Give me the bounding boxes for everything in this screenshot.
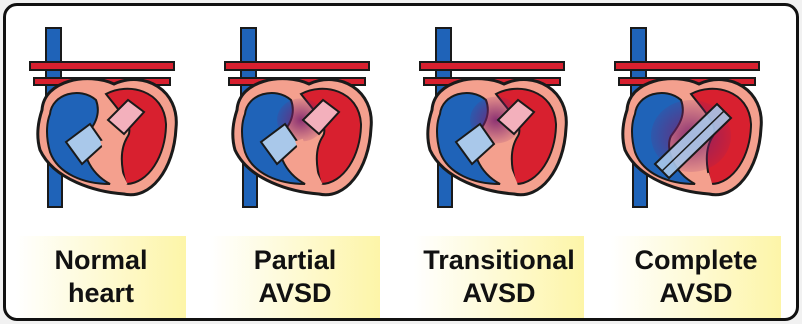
- figure-frame: Normal heart Partial AVSD Transitional A…: [3, 3, 799, 321]
- heart-svg-normal: [24, 24, 184, 209]
- heart-diagrams-row: [6, 6, 796, 232]
- heart-diagram-transitional: [414, 24, 574, 209]
- heart-svg-transitional: [414, 24, 574, 209]
- heart-diagram-partial: [219, 24, 379, 209]
- label-partial-line2: AVSD: [258, 277, 331, 310]
- label-normal-line2: heart: [68, 277, 134, 310]
- ventricular-septum: [705, 174, 709, 188]
- label-transitional-line2: AVSD: [462, 277, 535, 310]
- label-complete-line2: AVSD: [659, 277, 732, 310]
- label-complete-line1: Complete: [634, 244, 757, 277]
- label-normal: Normal heart: [16, 236, 186, 318]
- heart-svg-partial: [219, 24, 379, 209]
- label-transitional-line1: Transitional: [423, 244, 575, 277]
- label-transitional: Transitional AVSD: [414, 236, 584, 318]
- labels-row: Normal heart Partial AVSD Transitional A…: [6, 236, 796, 318]
- label-partial-line1: Partial: [254, 244, 337, 277]
- aorta-branch-upper: [225, 62, 369, 70]
- heart-diagram-complete: [609, 24, 769, 209]
- heart-svg-complete: [609, 24, 769, 209]
- aorta-branch-upper: [420, 62, 564, 70]
- label-partial: Partial AVSD: [210, 236, 380, 318]
- aorta-branch-upper: [30, 62, 174, 70]
- aorta-branch-upper: [615, 62, 759, 70]
- label-normal-line1: Normal: [54, 244, 147, 277]
- label-complete: Complete AVSD: [611, 236, 781, 318]
- heart-diagram-normal: [24, 24, 184, 209]
